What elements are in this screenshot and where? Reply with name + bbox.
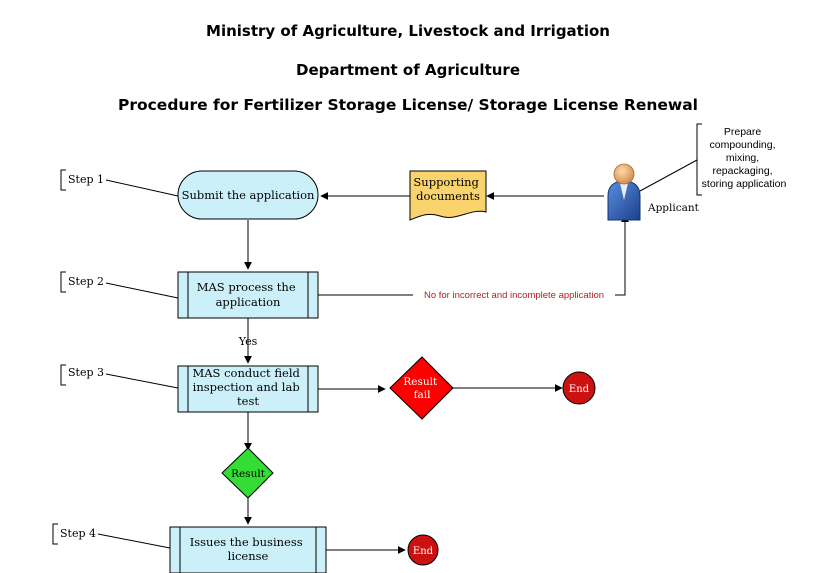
- mas-inspection-text: MAS conduct field inspection and lab tes…: [192, 366, 303, 408]
- supporting-documents-text: Supporting documents: [413, 175, 482, 203]
- result-fail-decision: Result fail: [389, 356, 454, 420]
- step-3-label: Step 3: [68, 366, 104, 379]
- procedure-title: Procedure for Fertilizer Storage License…: [117, 96, 699, 114]
- applicant-note-text: Prepare compounding, mixing, repackaging…: [702, 126, 787, 190]
- end-node-2-text: End: [413, 546, 434, 557]
- step-4-label: Step 4: [60, 527, 96, 540]
- ministry-title: Ministry of Agriculture, Livestock and I…: [206, 22, 610, 40]
- step-bracket-2: Step 2: [60, 271, 179, 299]
- yes-branch-label: Yes: [238, 335, 258, 348]
- applicant-person-icon: [607, 163, 641, 221]
- step-bracket-1: Step 1: [60, 169, 179, 197]
- result-decision: Result: [221, 447, 274, 499]
- result-fail-text: Result fail: [403, 376, 440, 401]
- end-node-1: End: [562, 371, 596, 405]
- submit-application-text: Submit the application: [182, 188, 315, 202]
- applicant-note: Prepare compounding, mixing, repackaging…: [696, 123, 787, 196]
- step-bracket-4: Step 4: [52, 523, 171, 549]
- issues-license-text: Issues the business license: [190, 535, 307, 563]
- connectors: [244, 159, 698, 554]
- issues-license-node: Issues the business license: [169, 526, 327, 573]
- department-title: Department of Agriculture: [296, 61, 520, 79]
- edge-process-to-applicant: [318, 214, 629, 296]
- note-connector: [639, 159, 698, 192]
- no-branch-label: No for incorrect and incomplete applicat…: [424, 290, 604, 301]
- result-text: Result: [231, 468, 266, 480]
- end-node-2: End: [407, 534, 439, 566]
- end-node-1-text: End: [569, 384, 590, 395]
- applicant-label: Applicant: [647, 202, 700, 214]
- mas-process-text: MAS process the application: [197, 280, 300, 309]
- step-bracket-3: Step 3: [60, 364, 179, 389]
- step-1-label: Step 1: [68, 173, 104, 186]
- mas-inspection-node: MAS conduct field inspection and lab tes…: [177, 365, 319, 413]
- step-2-label: Step 2: [68, 275, 104, 288]
- mas-process-node: MAS process the application: [177, 271, 319, 319]
- submit-application-node: Submit the application: [177, 170, 319, 220]
- supporting-documents-node: Supporting documents: [409, 170, 487, 221]
